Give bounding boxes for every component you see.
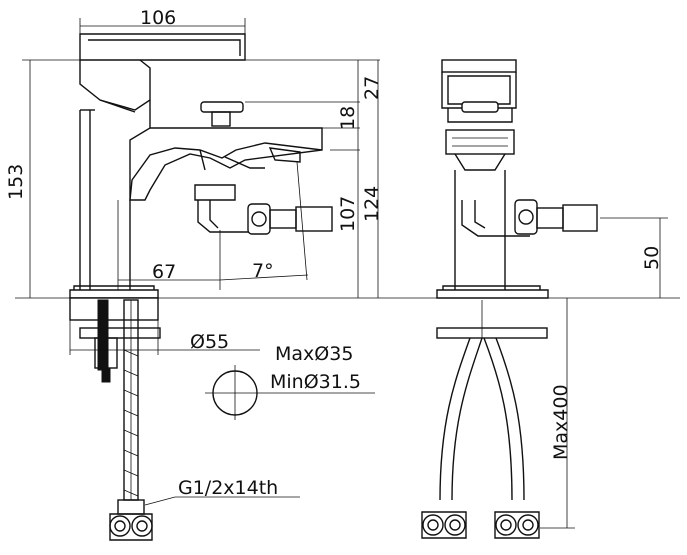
dim-7-degree: 7° bbox=[252, 260, 274, 282]
dim-base-diameter: Ø55 bbox=[190, 331, 229, 353]
dim-hole-min: MinØ31.5 bbox=[270, 371, 361, 393]
dim-50: 50 bbox=[641, 246, 663, 270]
dim-124: 124 bbox=[361, 186, 383, 222]
dim-thread: G1/2x14th bbox=[178, 477, 278, 499]
dim-max400: Max400 bbox=[550, 384, 572, 460]
dim-27: 27 bbox=[361, 76, 383, 100]
dim-107: 107 bbox=[337, 196, 359, 232]
hole-symbol bbox=[205, 365, 375, 420]
dim-106: 106 bbox=[140, 7, 176, 29]
dim-18: 18 bbox=[337, 106, 359, 130]
faucet-front-view bbox=[69, 33, 333, 299]
faucet-side-view bbox=[436, 59, 598, 299]
dim-67: 67 bbox=[152, 261, 176, 283]
mounting-right bbox=[421, 300, 548, 539]
dimension-lines bbox=[22, 18, 668, 529]
mounting-left bbox=[69, 297, 161, 541]
dim-153: 153 bbox=[5, 164, 27, 200]
dim-hole-max: MaxØ35 bbox=[275, 343, 353, 365]
